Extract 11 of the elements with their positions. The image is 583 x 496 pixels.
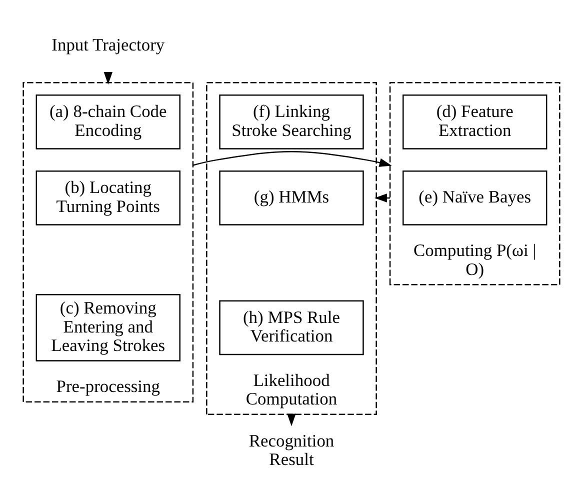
node-box: (e) Naïve Bayes — [402, 170, 548, 225]
node-box: (h) MPS Rule Verification — [219, 300, 364, 355]
node-box: (b) Locating Turning Points — [36, 170, 180, 225]
node-text: Input Trajectory — [52, 34, 165, 54]
node-box: (f) Linking Stroke Searching — [219, 94, 364, 149]
node-box: (c) Removing Entering and Leaving Strokes — [36, 294, 180, 361]
node-text: Recognition Result — [248, 430, 334, 469]
node-box: (g) HMMs — [219, 170, 364, 225]
arrow — [192, 150, 392, 166]
node-box: (d) Feature Extraction — [402, 94, 548, 149]
node-box: (a) 8-chain Code Encoding — [36, 94, 180, 149]
